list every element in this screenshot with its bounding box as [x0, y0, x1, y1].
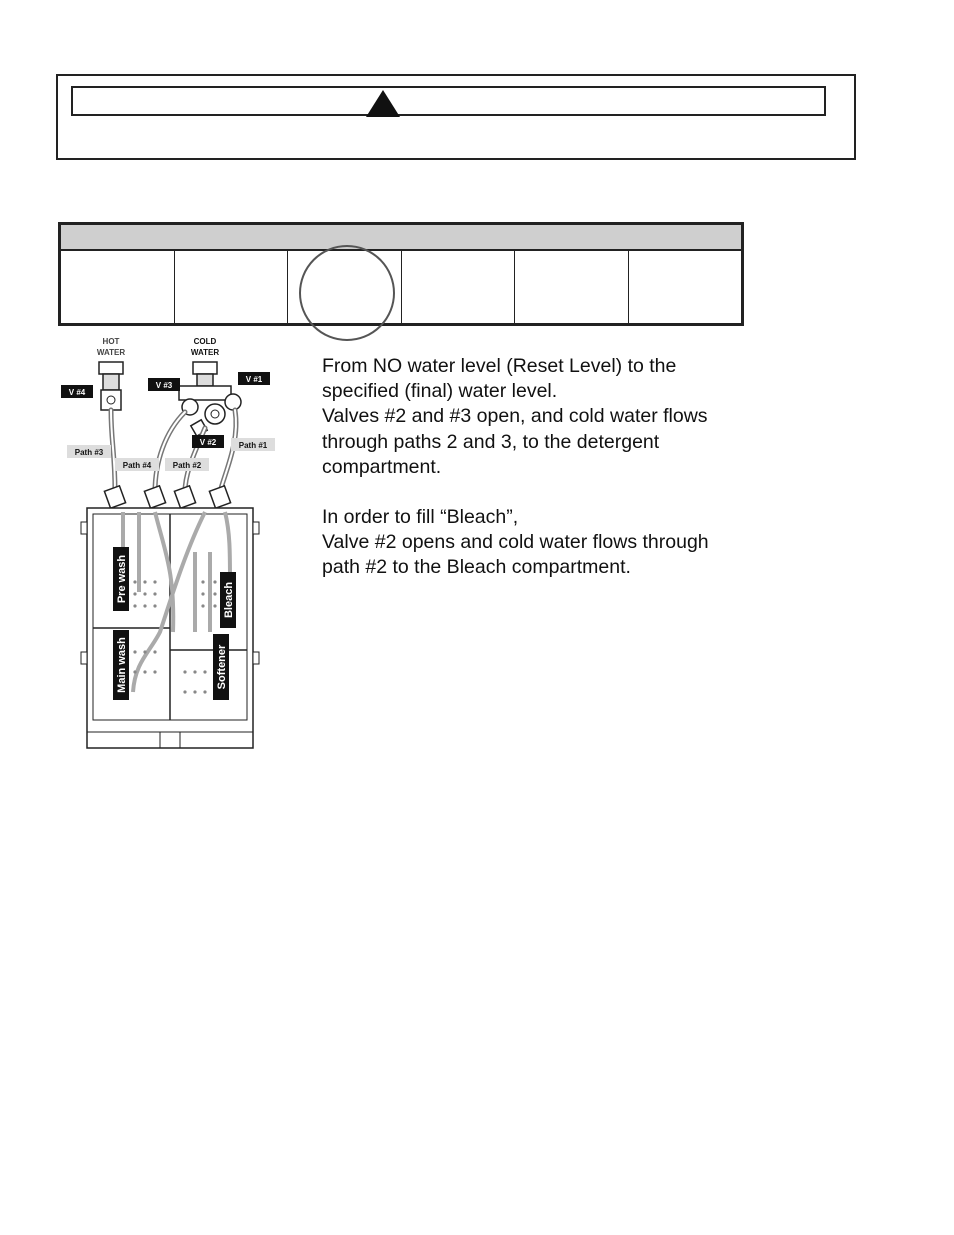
- hot-water-label-line2: WATER: [97, 348, 126, 357]
- dispenser-diagram: HOT WATER COLD WATER V #: [55, 332, 285, 752]
- table-cells-row: [61, 251, 741, 323]
- table-cell-2: [175, 251, 288, 323]
- bleach-compartment-label: Bleach: [223, 582, 235, 618]
- desc-line: path #2 to the Bleach compartment.: [322, 556, 631, 579]
- table-header-row: [61, 225, 741, 251]
- hot-water-faucet-icon: [98, 361, 124, 411]
- warning-header-bar: [71, 86, 826, 117]
- softener-compartment-label: Softener: [216, 644, 228, 689]
- table-cell-6: [629, 251, 742, 323]
- desc-line: In order to fill “Bleach”,: [322, 506, 519, 529]
- hot-water-label-line1: HOT: [103, 337, 120, 346]
- desc-line: Valves #2 and #3 open, and cold water fl…: [322, 405, 708, 428]
- desc-line: Valve #2 opens and cold water flows thro…: [322, 531, 709, 554]
- cold-water-faucet-icon: [178, 361, 242, 438]
- table-cell-1: [61, 251, 175, 323]
- table-cell-4: [402, 251, 515, 323]
- valve-2-label: V #2: [200, 438, 217, 447]
- path-2-label: Path #2: [173, 461, 202, 470]
- valve-3-label: V #3: [156, 381, 173, 390]
- path-3-label: Path #3: [75, 448, 104, 457]
- highlight-circle: [299, 245, 395, 341]
- cold-water-label-line1: COLD: [194, 337, 217, 346]
- desc-line: From NO water level (Reset Level) to the: [322, 355, 677, 377]
- table-cell-3: [288, 251, 402, 323]
- desc-line: through paths 2 and 3, to the detergent: [322, 430, 660, 453]
- desc-line: specified (final) water level.: [322, 380, 558, 403]
- desc-line: compartment.: [322, 455, 442, 478]
- warning-triangle-icon: [366, 90, 400, 117]
- fill-sequence-table: [58, 222, 744, 326]
- warning-box: [56, 74, 856, 160]
- valve-1-label: V #1: [246, 375, 263, 384]
- fill-description: From NO water level (Reset Level) to the…: [322, 354, 752, 581]
- hose-connectors: [103, 484, 232, 510]
- water-channels: [121, 511, 232, 693]
- table-cell-5: [515, 251, 629, 323]
- drainage-holes: [133, 580, 217, 694]
- cold-water-label-line2: WATER: [191, 348, 220, 357]
- path-4-label: Path #4: [123, 461, 152, 470]
- valve-4-label: V #4: [69, 388, 86, 397]
- mainwash-compartment-label: Main wash: [116, 637, 128, 693]
- prewash-compartment-label: Pre wash: [116, 555, 128, 604]
- path-1-label: Path #1: [239, 441, 268, 450]
